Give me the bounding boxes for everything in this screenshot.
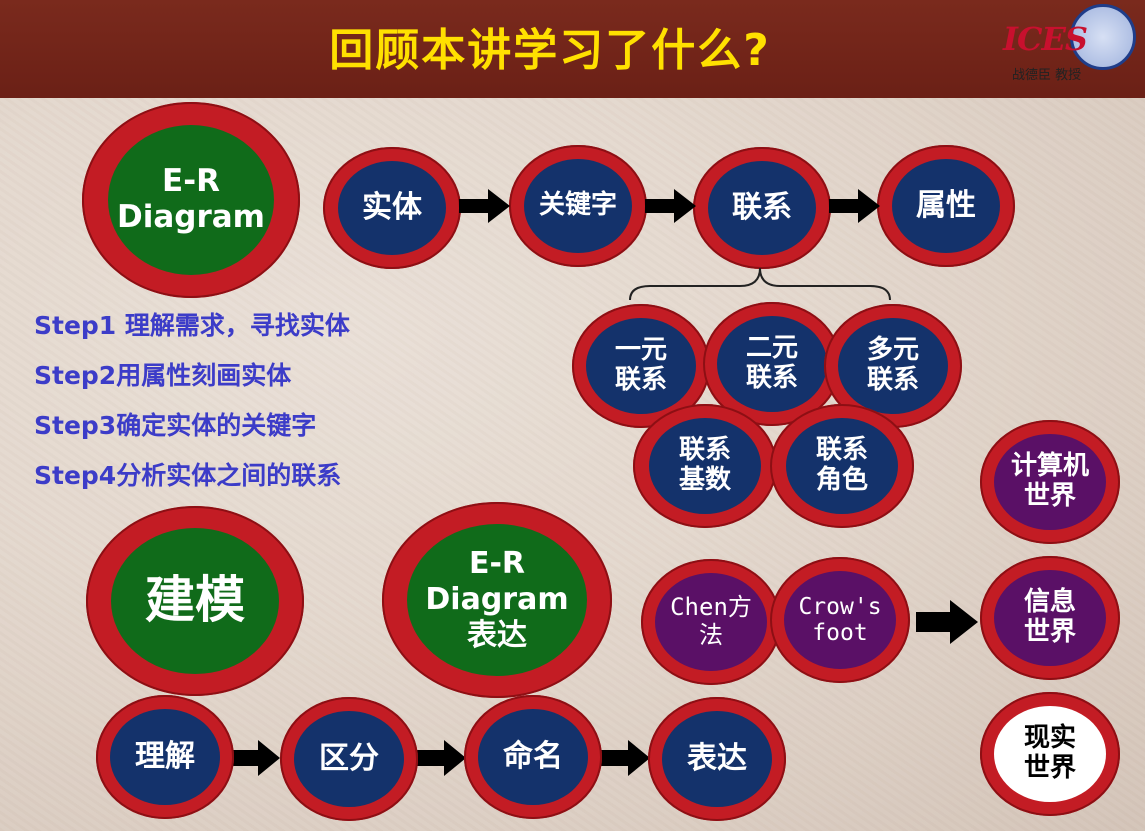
relation-label: 二元联系	[745, 333, 798, 393]
er-diagram-label: E-R Diagram	[117, 163, 265, 235]
brace-icon	[629, 267, 891, 301]
flow-node-label: 区分	[319, 740, 379, 776]
flow-node-attribute: 属性	[877, 145, 1015, 267]
flow-node-label: 实体	[362, 189, 422, 225]
method-chen: Chen方法	[641, 559, 781, 685]
relation-nary: 多元联系	[824, 304, 962, 428]
step-3: Step3确定实体的关键字	[34, 411, 317, 440]
university-seal-icon	[1070, 4, 1136, 70]
flow-node-understand: 理解	[96, 695, 234, 819]
world-label: 信息世界	[1023, 587, 1076, 647]
arrow-icon	[415, 740, 466, 776]
method-crows-foot: Crow's foot	[770, 557, 910, 683]
page-title: 回顾本讲学习了什么?	[329, 25, 771, 76]
er-expression-label: E-R Diagram表达	[425, 546, 569, 653]
er-diagram-node: E-R Diagram	[82, 102, 300, 298]
world-information: 信息世界	[980, 556, 1120, 680]
step-4: Step4分析实体之间的联系	[34, 461, 342, 490]
method-label: Chen方法	[670, 593, 752, 649]
relation-label: 多元联系	[866, 335, 919, 395]
arrow-icon	[916, 600, 978, 644]
flow-node-naming: 命名	[464, 695, 602, 819]
step-2: Step2用属性刻画实体	[34, 361, 292, 390]
relation-label: 一元联系	[614, 335, 667, 395]
er-expression-node: E-R Diagram表达	[382, 502, 612, 698]
flow-node-express: 表达	[648, 697, 786, 821]
arrow-icon	[645, 189, 696, 223]
modeling-node: 建模	[86, 506, 304, 696]
author-signature: 战德臣 教授	[1012, 68, 1082, 83]
flow-node-label: 联系	[732, 189, 792, 225]
method-label: Crow's foot	[798, 593, 882, 646]
relation-prop-label: 联系角色	[815, 435, 868, 495]
flow-node-relationship: 联系	[693, 147, 831, 269]
modeling-label: 建模	[145, 571, 245, 630]
flow-node-entity: 实体	[323, 147, 461, 269]
flow-node-distinguish: 区分	[280, 697, 418, 821]
flow-node-label: 关键字	[538, 190, 617, 221]
world-label: 现实世界	[1023, 723, 1076, 783]
arrow-icon	[229, 740, 280, 776]
flow-node-label: 表达	[687, 740, 747, 776]
ices-logo: ICES	[1003, 20, 1088, 58]
flow-node-label: 命名	[503, 738, 563, 774]
flow-node-key: 关键字	[509, 145, 647, 267]
relation-role: 联系角色	[770, 404, 914, 528]
title-bar: 回顾本讲学习了什么?	[0, 0, 1145, 98]
world-label: 计算机世界	[1010, 451, 1089, 511]
arrow-icon	[829, 189, 880, 223]
relation-cardinality: 联系基数	[633, 404, 777, 528]
flow-node-label: 属性	[916, 187, 976, 223]
arrow-icon	[459, 189, 510, 223]
world-real: 现实世界	[980, 692, 1120, 816]
relation-binary: 二元联系	[703, 302, 841, 426]
relation-prop-label: 联系基数	[678, 435, 731, 495]
arrow-icon	[599, 740, 650, 776]
flow-node-label: 理解	[135, 738, 195, 774]
step-1: Step1 理解需求，寻找实体	[34, 311, 350, 340]
world-computer: 计算机世界	[980, 420, 1120, 544]
